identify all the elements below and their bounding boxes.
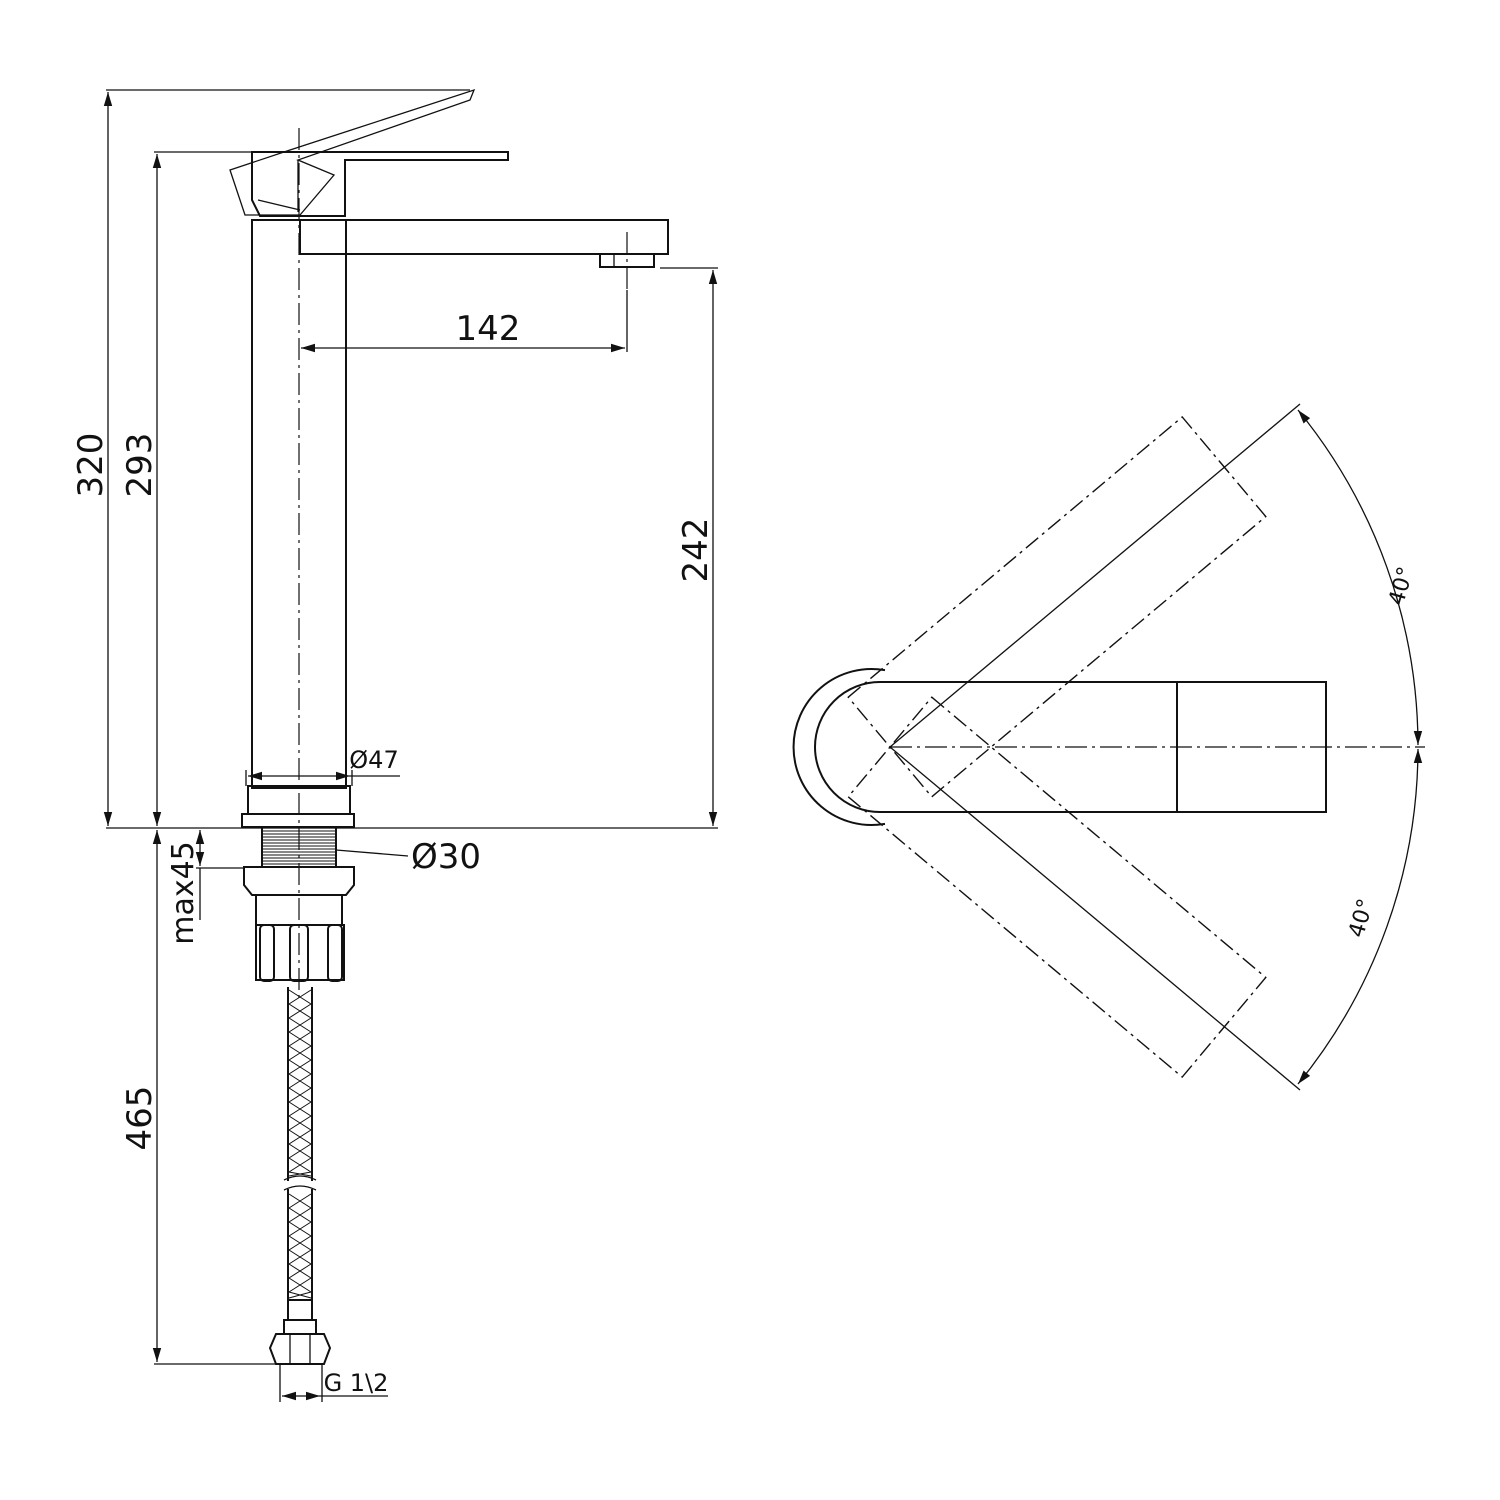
body-circle-top: [792, 668, 937, 826]
hose-braid-line: [288, 1003, 312, 1019]
upper-angle-arc: [1297, 409, 1423, 746]
handle-raised-phantom: [229, 88, 476, 216]
mounting-nut: [243, 866, 355, 982]
base-flange: [241, 785, 355, 828]
hose-braid-line: [288, 1193, 312, 1209]
hose-braid-line: [288, 1087, 312, 1103]
dim-hose-thread: G 1\2: [324, 1369, 389, 1397]
hose-braid-line: [288, 989, 312, 1005]
hose-braid-line: [288, 1059, 312, 1075]
hose-braid-line: [288, 1207, 312, 1223]
hose-braid-line: [288, 1291, 312, 1299]
hose-braid-line: [288, 1031, 312, 1047]
hose-braid-line: [288, 1045, 312, 1061]
hose-braid-line: [288, 1157, 312, 1173]
hose-braid-line: [288, 1115, 312, 1131]
spout: [299, 219, 669, 268]
hose-braid-line: [288, 1263, 312, 1279]
hose-braid-line: [288, 1073, 312, 1089]
extension-lines: [106, 89, 718, 1402]
dim-shank-diameter: Ø30: [411, 837, 481, 877]
dimension-lines: [103, 92, 718, 1401]
lower-angle-arc: [1297, 748, 1423, 1085]
dim-spout-reach: 142: [456, 309, 521, 349]
upper-angle-ray: [889, 403, 1301, 748]
hose-braid-line: [288, 1129, 312, 1145]
handle-lever: [251, 151, 509, 217]
hose-braid-line: [288, 1277, 312, 1293]
dim-spout-height: 242: [676, 518, 716, 583]
hose-braid-line: [288, 1171, 312, 1177]
flexible-hose: [283, 987, 317, 1301]
hose-braid-line: [288, 1235, 312, 1251]
dim-max-counter-thickness: max45: [166, 841, 201, 945]
dim-body-height: 293: [120, 433, 160, 498]
side-view: 320 293 142 242 Ø47 Ø30 max45 465 G 1\2: [71, 88, 718, 1402]
hose-braid-line: [288, 1249, 312, 1265]
lower-angle-ray: [889, 746, 1301, 1091]
hose-braid-line: [288, 1101, 312, 1117]
dim-total-height: 320: [71, 433, 111, 498]
dim-hose-length: 465: [120, 1086, 160, 1151]
lower-angle-label: 40°: [1344, 896, 1379, 940]
hose-braid-line: [288, 1143, 312, 1159]
dim-body-diameter: Ø47: [349, 746, 398, 774]
hose-braid-line: [288, 1017, 312, 1033]
hose-fitting: [268, 1299, 332, 1365]
hose-braid-line: [288, 1221, 312, 1237]
upper-angle-label: 40°: [1384, 564, 1419, 608]
top-view: 40° 40°: [792, 403, 1425, 1091]
